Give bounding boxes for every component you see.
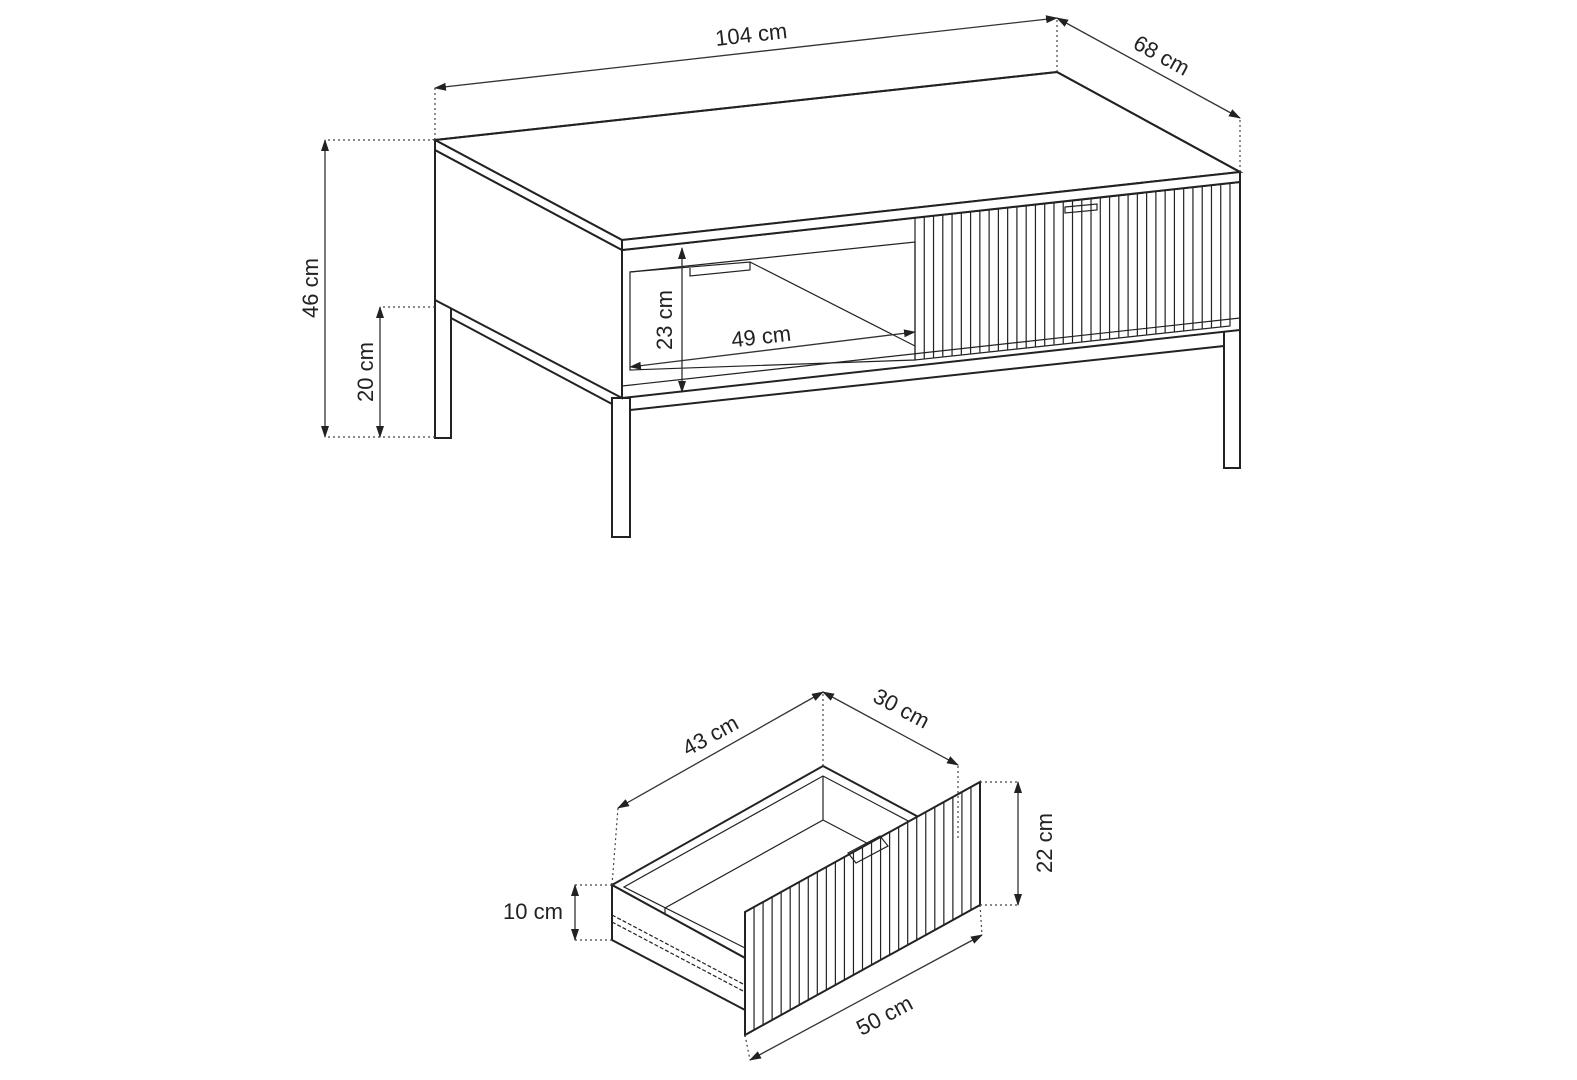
drawer-drawing: 43 cm 30 cm 22 cm 10 cm 50 cm [503, 683, 1057, 1061]
dim-compartment-width [629, 329, 916, 370]
label-width: 104 cm [714, 18, 788, 51]
label-drawer-depth: 43 cm [678, 710, 743, 761]
label-height: 46 cm [298, 258, 323, 318]
dim-front-width [749, 934, 983, 1061]
dim-depth [1056, 17, 1241, 119]
label-depth: 68 cm [1129, 30, 1194, 81]
coffee-table-drawing: 104 cm 68 cm 46 cm 20 cm 23 cm 49 cm [298, 15, 1244, 538]
label-drawer-width: 30 cm [869, 683, 934, 733]
drawer-flutes [923, 180, 1222, 359]
label-clearance: 20 cm [353, 342, 378, 402]
leg-front-left [611, 397, 631, 538]
dim-width [434, 15, 1058, 91]
leg-frame [450, 317, 1225, 411]
leg-back-left [434, 299, 452, 439]
drawer-handle [1064, 203, 1098, 214]
label-front-height: 22 cm [1032, 813, 1057, 873]
label-compartment-height: 23 cm [652, 290, 677, 350]
drawer-handle [847, 835, 889, 864]
dim-drawer-width [822, 691, 959, 766]
label-front-width: 50 cm [852, 990, 917, 1040]
label-side-height: 10 cm [503, 899, 563, 924]
dim-drawer-depth [617, 691, 824, 809]
leg-right [1223, 329, 1241, 469]
